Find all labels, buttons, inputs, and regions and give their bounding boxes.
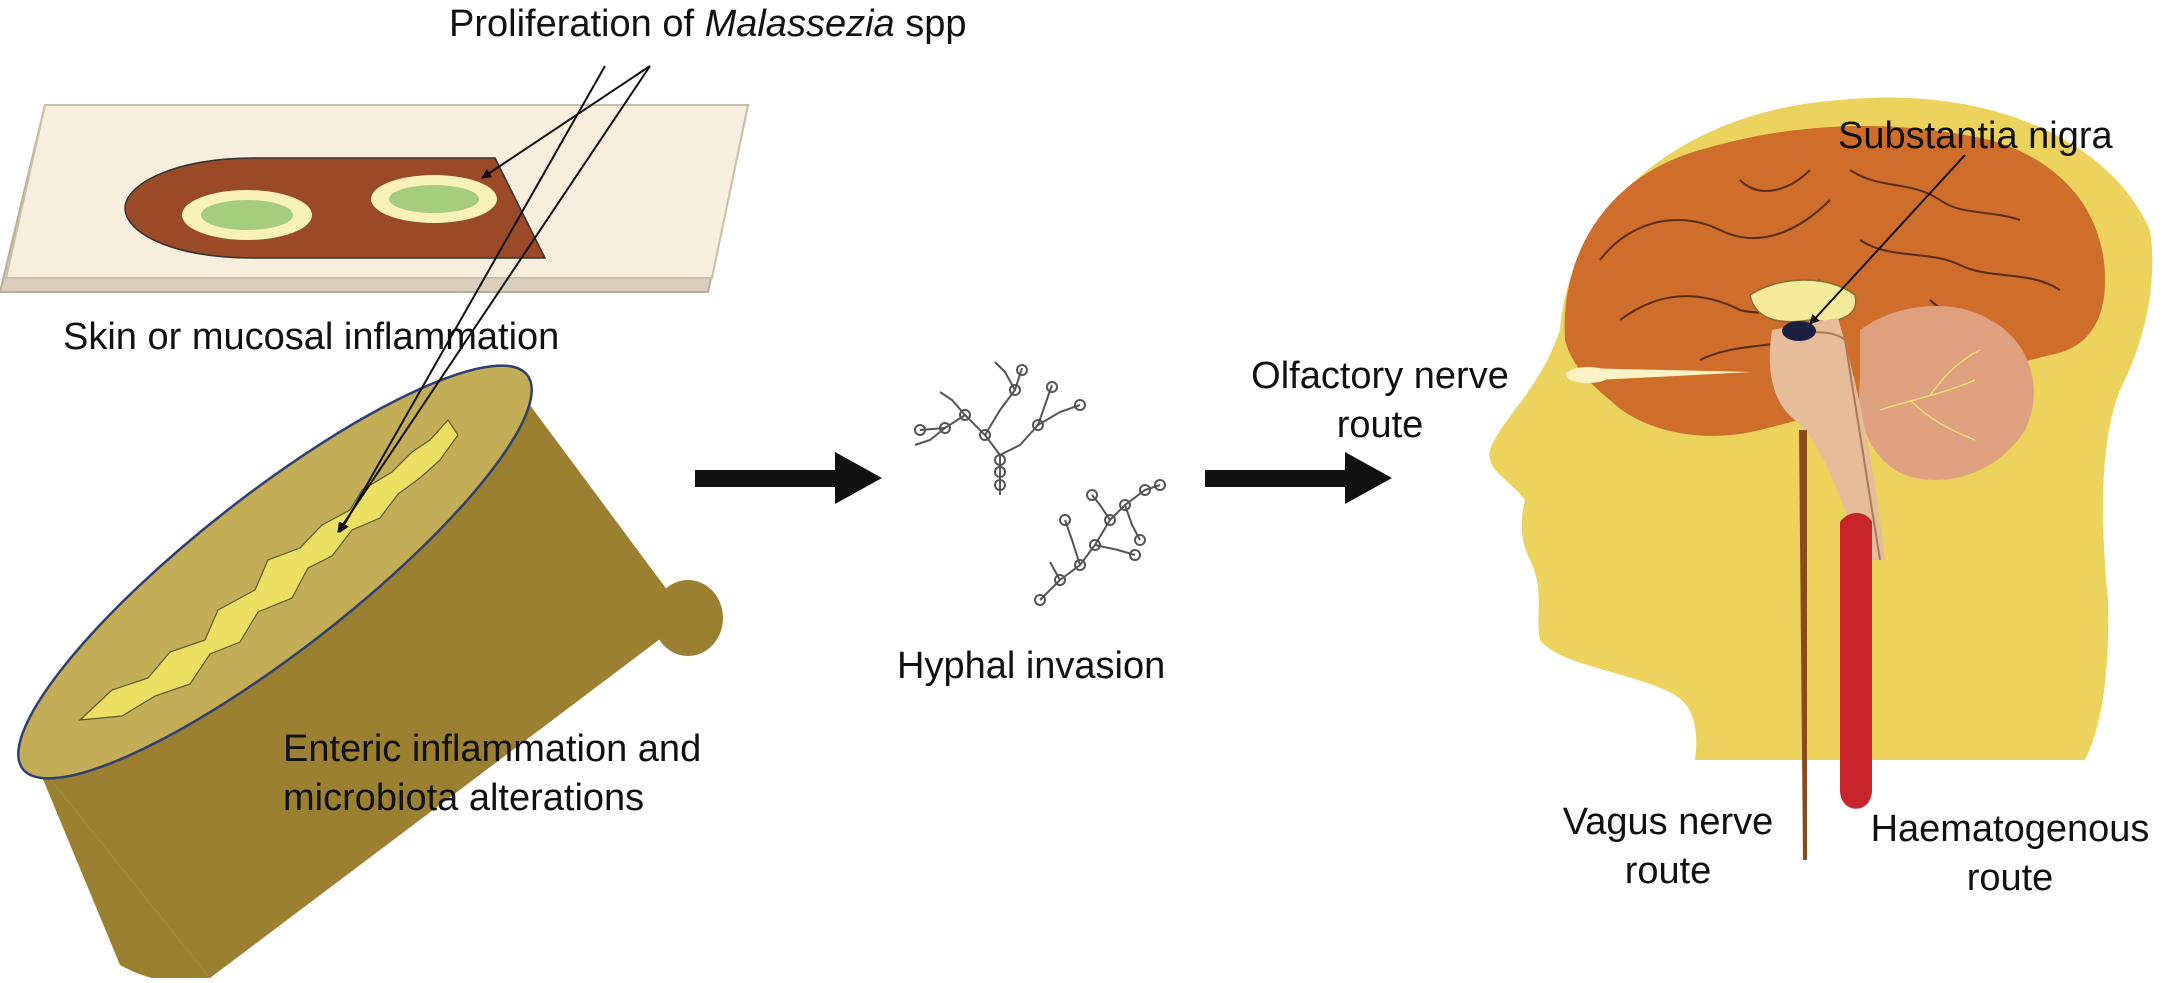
head-brain-icon	[1489, 97, 2153, 860]
substantia-arrow	[1809, 154, 1966, 325]
colony-core	[201, 200, 293, 230]
corpus-callosum	[1749, 279, 1857, 323]
cerebellum	[1859, 306, 2034, 480]
skin-layer-icon	[0, 104, 750, 293]
olfactory-line1: Olfactory nerve	[1251, 355, 1509, 397]
intestine-bottom	[35, 760, 210, 982]
intestine-side	[35, 385, 688, 978]
olfactory-tract	[1578, 368, 1752, 381]
blood-vessel	[1840, 513, 1872, 809]
substantia-label: Substantia nigra	[1838, 115, 2113, 157]
skin-label: Skin or mucosal inflammation	[63, 316, 560, 358]
vagus-line2: route	[1624, 850, 1712, 893]
proliferation-arrows	[337, 65, 651, 533]
enteric-line2: microbiota alterations	[283, 777, 645, 820]
haem-line2: route	[1966, 857, 2054, 900]
hyphae-icon	[914, 361, 1166, 606]
flow-arrow-to-brain	[1205, 452, 1392, 504]
haematogenous-label: Haematogenous route	[1855, 805, 2165, 904]
flow-arrow-to-hyphae	[695, 452, 882, 504]
cerebellum-branches	[1879, 349, 1981, 441]
hypha-cluster-1	[914, 361, 1086, 495]
brainstem	[1769, 318, 1885, 560]
olfactory-label: Olfactory nerve route	[1235, 352, 1525, 451]
intestine-section-icon	[17, 364, 723, 982]
vagus-nerve	[1799, 430, 1807, 860]
olfactory-bulb	[1566, 367, 1610, 383]
proliferation-label: Proliferation of Malassezia spp	[449, 3, 967, 45]
enteric-line1: Enteric inflammation and	[283, 728, 702, 770]
vagus-line1: Vagus nerve	[1562, 801, 1774, 843]
vagus-label: Vagus nerve route	[1548, 798, 1788, 897]
olfactory-line2: route	[1336, 404, 1424, 447]
hypha-cluster-2	[1034, 479, 1166, 606]
colony-core	[389, 185, 479, 213]
haem-line1: Haematogenous	[1870, 808, 2150, 850]
hyphal-label: Hyphal invasion	[897, 645, 1166, 687]
substantia-nigra-spot	[1782, 321, 1816, 341]
enteric-label: Enteric inflammation and microbiota alte…	[283, 725, 701, 824]
